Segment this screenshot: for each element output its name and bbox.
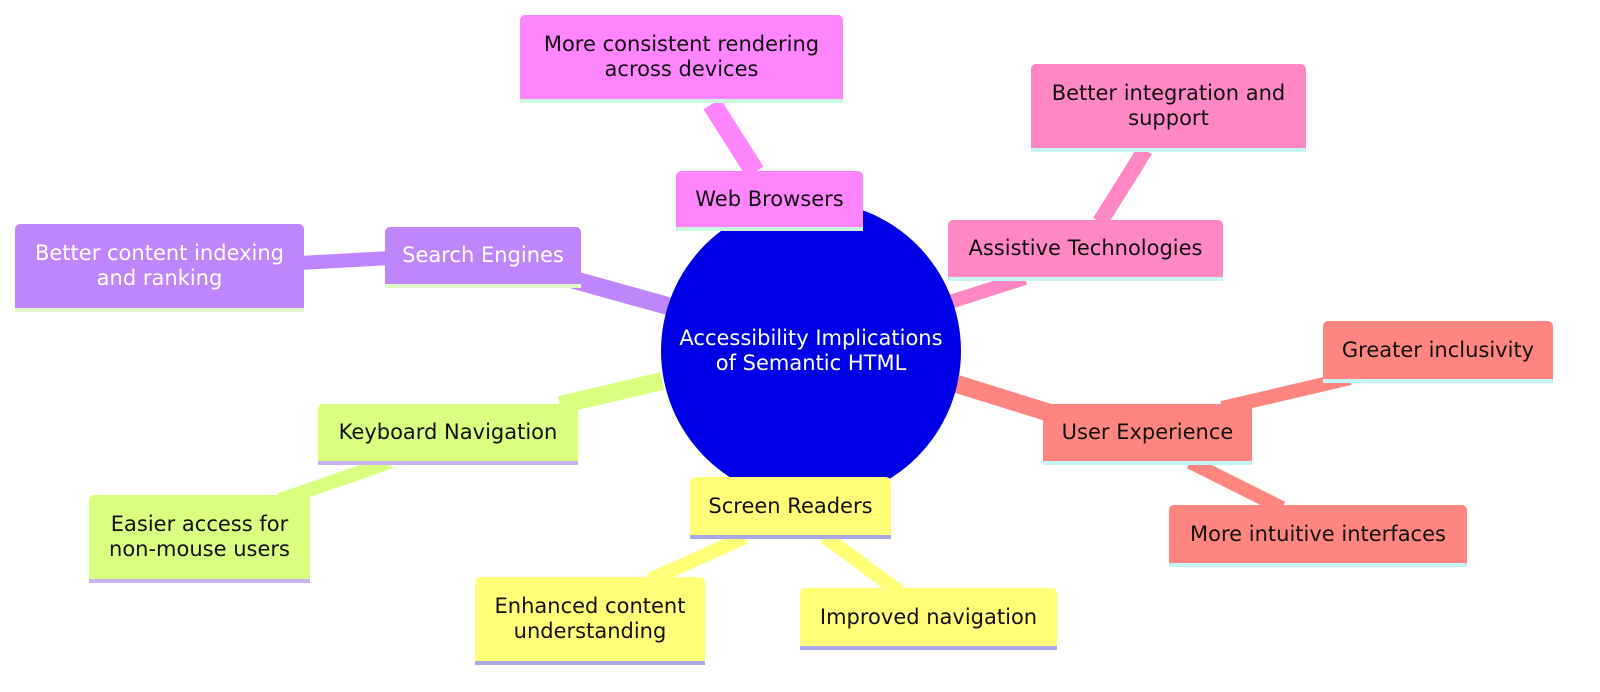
node-better-integration: Better integration and support — [1031, 64, 1306, 152]
node-user-experience: User Experience — [1043, 404, 1252, 465]
edge-root-assistive — [947, 271, 1028, 309]
edge-ux-inclusivity — [1220, 371, 1352, 415]
edge-keyboard-access — [277, 455, 393, 507]
node-easier-access: Easier access for non-mouse users — [89, 495, 310, 583]
node-consistent-rendering-label: More consistent rendering across devices — [543, 32, 820, 81]
node-greater-inclusivity-label: Greater inclusivity — [1341, 337, 1535, 362]
edge-root-keyboard — [557, 372, 665, 414]
edge-root-ux — [954, 375, 1053, 422]
node-greater-inclusivity: Greater inclusivity — [1323, 321, 1553, 383]
node-content-indexing: Better content indexing and ranking — [15, 224, 304, 312]
node-search-engines: Search Engines — [385, 227, 581, 288]
node-keyboard-navigation: Keyboard Navigation — [318, 404, 578, 465]
edge-screen-content — [647, 530, 748, 587]
node-easier-access-label: Easier access for non-mouse users — [109, 512, 290, 561]
node-user-experience-label: User Experience — [1061, 420, 1234, 444]
node-screen-readers: Screen Readers — [690, 477, 891, 539]
edge-web-browsers-rendering — [703, 98, 764, 178]
node-assistive-technologies-label: Assistive Technologies — [968, 236, 1203, 260]
node-enhanced-understanding: Enhanced content understanding — [475, 577, 705, 665]
edge-assistive-integration — [1093, 145, 1152, 227]
root-node-label: Accessibility Implications of Semantic H… — [679, 326, 943, 375]
node-intuitive-interfaces-label: More intuitive interfaces — [1190, 521, 1446, 546]
node-web-browsers-label: Web Browsers — [695, 186, 844, 211]
node-enhanced-understanding-label: Enhanced content understanding — [494, 594, 686, 643]
edge-search-indexing — [299, 251, 391, 270]
node-consistent-rendering: More consistent rendering across devices — [520, 15, 843, 103]
node-screen-readers-label: Screen Readers — [708, 493, 873, 518]
node-content-indexing-label: Better content indexing and ranking — [34, 241, 285, 290]
node-web-browsers: Web Browsers — [676, 171, 863, 231]
node-search-engines-label: Search Engines — [402, 243, 564, 267]
edge-screen-navigation — [820, 531, 905, 598]
edge-ux-intuitive — [1186, 455, 1286, 515]
node-better-integration-label: Better integration and support — [1051, 81, 1286, 130]
node-improved-navigation-label: Improved navigation — [819, 604, 1038, 629]
node-improved-navigation: Improved navigation — [800, 588, 1057, 650]
node-assistive-technologies: Assistive Technologies — [948, 220, 1223, 281]
root-node: Accessibility Implications of Semantic H… — [661, 201, 961, 501]
node-keyboard-navigation-label: Keyboard Navigation — [338, 420, 558, 444]
node-intuitive-interfaces: More intuitive interfaces — [1169, 505, 1467, 567]
